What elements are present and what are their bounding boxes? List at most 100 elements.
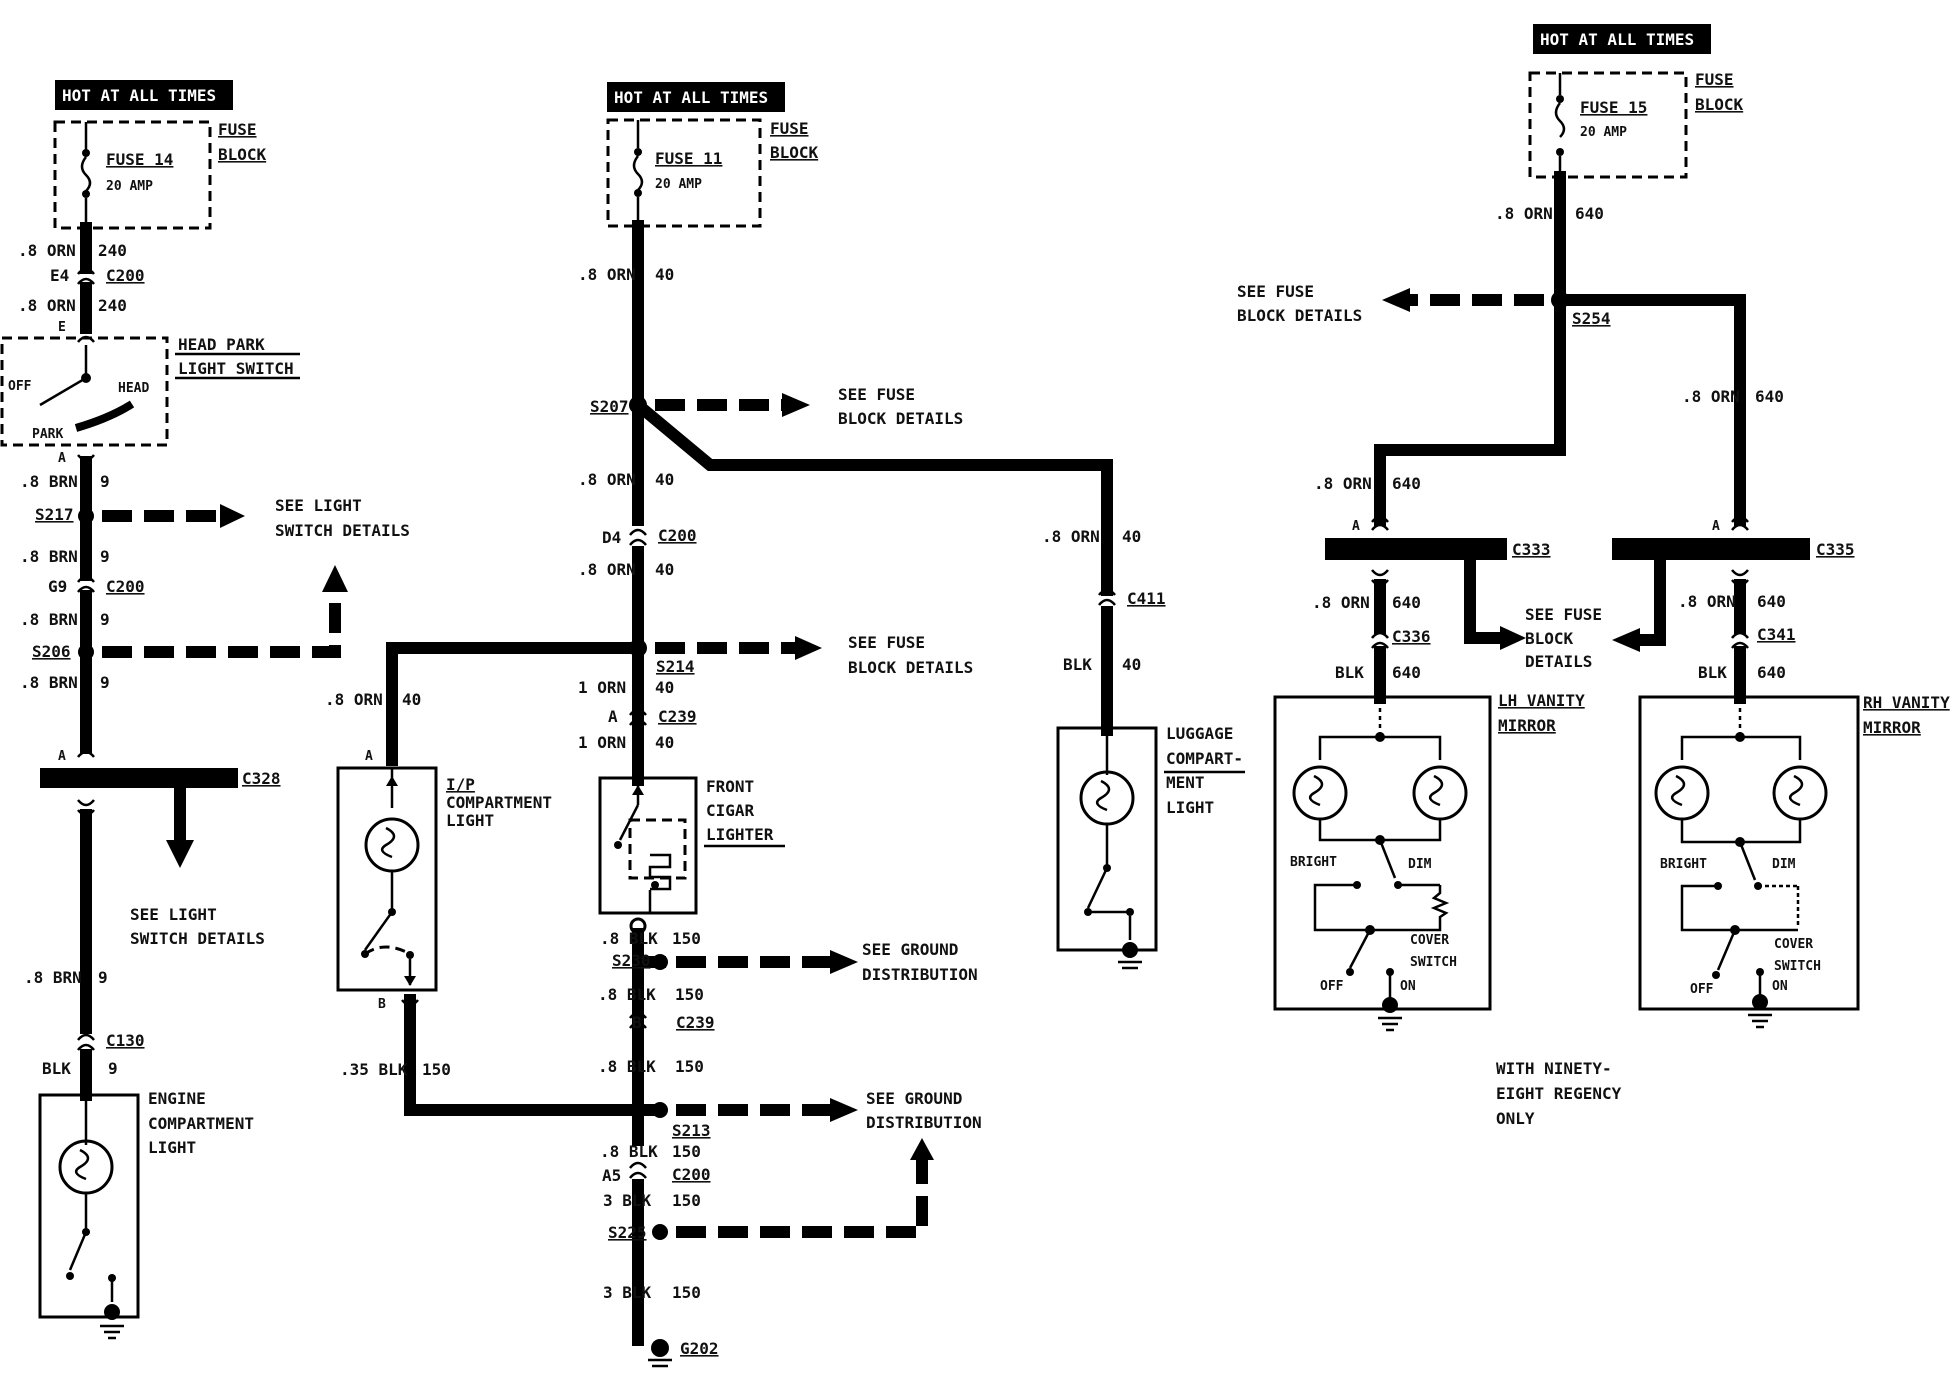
switch-details-label: SWITCH DETAILS [130, 929, 265, 948]
luggage-label: LUGGAGE [1166, 724, 1233, 743]
lamp-icon [1772, 765, 1828, 821]
pin-label: A [608, 707, 618, 726]
ip-label: I/P [446, 775, 475, 794]
wire-ip-ground [404, 994, 658, 1116]
mirror-label: MIRROR [1498, 716, 1556, 735]
circuit-fuse-11: HOT AT ALL TIMES FUSE 11 20 AMP FUSE BLO… [325, 82, 1245, 1368]
door-switch-icon [68, 1231, 88, 1271]
hot-at-all-times-label: HOT AT ALL TIMES [62, 86, 216, 105]
cigar-lighter-box [598, 776, 698, 915]
lamp-icon [1079, 770, 1135, 826]
switch-label: SWITCH [1774, 959, 1821, 974]
lh-vanity-mirror-box [1273, 695, 1492, 1011]
engine-label: ENGINE [148, 1089, 206, 1108]
splice-s217 [78, 508, 94, 524]
circuit-number: 40 [1122, 655, 1141, 674]
arrow-up-icon [322, 565, 348, 592]
block-details-label: BLOCK DETAILS [1237, 306, 1362, 325]
circuit-number: 40 [655, 733, 674, 752]
distribution-label: DISTRIBUTION [862, 965, 978, 984]
wire-color-label: BLK [42, 1059, 71, 1078]
on-label: ON [1400, 979, 1416, 994]
wire-size-label: .8 BLK [600, 929, 658, 948]
see-fuse-label: SEE FUSE [838, 385, 915, 404]
cover-switch-icon [1716, 929, 1737, 971]
wire-size-label: .8 ORN [1314, 474, 1372, 493]
pin-label: A [58, 749, 66, 764]
wire-to-lh-mirror [1374, 294, 1566, 526]
connector-label: C328 [242, 769, 281, 788]
circuit-number: 9 [100, 673, 110, 692]
bright-label: BRIGHT [1660, 857, 1707, 872]
fuse-14-box [53, 120, 212, 230]
see-fuse-label: SEE FUSE [1237, 282, 1314, 301]
fuse-block-label-2b: BLOCK [770, 143, 819, 162]
connector-label: C335 [1816, 540, 1855, 559]
connector-c200-icon [629, 528, 647, 546]
head-park-light-switch-box [0, 336, 169, 447]
switch-off-label: OFF [8, 379, 32, 394]
ground-icon [1382, 997, 1398, 1013]
connector-c335-bar [1612, 538, 1810, 560]
wire-size-label: .8 BRN [20, 547, 78, 566]
lh-vanity-label: LH VANITY [1498, 691, 1585, 710]
fuse-14-icon [80, 156, 92, 192]
arrow-right-icon [795, 636, 822, 660]
light-label: LIGHT [1166, 798, 1214, 817]
hot-at-all-times-label: HOT AT ALL TIMES [1540, 30, 1694, 49]
fuse-block-label-3b: BLOCK [1695, 95, 1744, 114]
connector-label: C130 [106, 1031, 145, 1050]
splice-s206 [78, 644, 94, 660]
connector-label: C333 [1512, 540, 1551, 559]
circuit-number: 9 [100, 547, 110, 566]
splice-label: S207 [590, 397, 629, 416]
circuit-number: 240 [98, 296, 127, 315]
lamp-icon [1654, 765, 1710, 821]
circuit-number: 40 [655, 678, 674, 697]
ground-icon [104, 1304, 120, 1320]
circuit-number: 640 [1757, 663, 1786, 682]
circuit-number: 150 [422, 1060, 451, 1079]
wire-size-label: .8 ORN [1312, 593, 1370, 612]
light-label: LIGHT [446, 811, 494, 830]
block-label: BLOCK [1525, 629, 1574, 648]
circuit-number: 9 [98, 968, 108, 987]
arrow-left-icon [1612, 628, 1640, 652]
circuit-vanity-mirrors: HOT AT ALL TIMES FUSE 15 20 AMP FUSE BLO… [1237, 24, 1950, 1128]
wire-size-label: .8 ORN [578, 265, 636, 284]
arrow-down-icon [166, 840, 194, 868]
mirror-label: MIRROR [1863, 718, 1921, 737]
pin-label: A5 [602, 1166, 621, 1185]
circuit-number: 40 [655, 560, 674, 579]
cover-label: COVER [1774, 937, 1813, 952]
wire-size-label: .8 ORN [1682, 387, 1740, 406]
wire-size-label: .8 BLK [598, 1057, 656, 1076]
connector-c341-icon [1731, 631, 1749, 649]
connector-label: C336 [1392, 627, 1431, 646]
compart-label: COMPART- [1166, 749, 1243, 768]
note-line-3: ONLY [1496, 1109, 1535, 1128]
wire-size-label: .8 BLK [598, 985, 656, 1004]
connector-label: C200 [672, 1165, 711, 1184]
head-park-label: HEAD PARK [178, 335, 265, 354]
pin-label: B [632, 1013, 642, 1032]
fuse-15-box [1528, 71, 1688, 179]
connector-label: C411 [1127, 589, 1166, 608]
arrow-left-icon [1382, 288, 1410, 312]
connector-c200-icon [629, 1161, 647, 1179]
wire-to-ip-light [386, 642, 636, 766]
ground-icon [1122, 942, 1138, 958]
fuse-15-icon [1554, 102, 1566, 138]
details-label: DETAILS [1525, 652, 1592, 671]
connector-label: C341 [1757, 625, 1796, 644]
lamp-icon [1292, 765, 1348, 821]
circuit-number: 9 [100, 610, 110, 629]
fuse-15-label: FUSE 15 [1580, 98, 1647, 117]
pin-label: A [365, 749, 373, 764]
hot-at-all-times-badge [607, 82, 785, 112]
note-line-2: EIGHT REGENCY [1496, 1084, 1622, 1103]
off-label: OFF [1320, 979, 1344, 994]
fuse-11-label: FUSE 11 [655, 149, 722, 168]
cover-label: COVER [1410, 933, 1449, 948]
wire-size-label: 3 BLK [603, 1191, 652, 1210]
